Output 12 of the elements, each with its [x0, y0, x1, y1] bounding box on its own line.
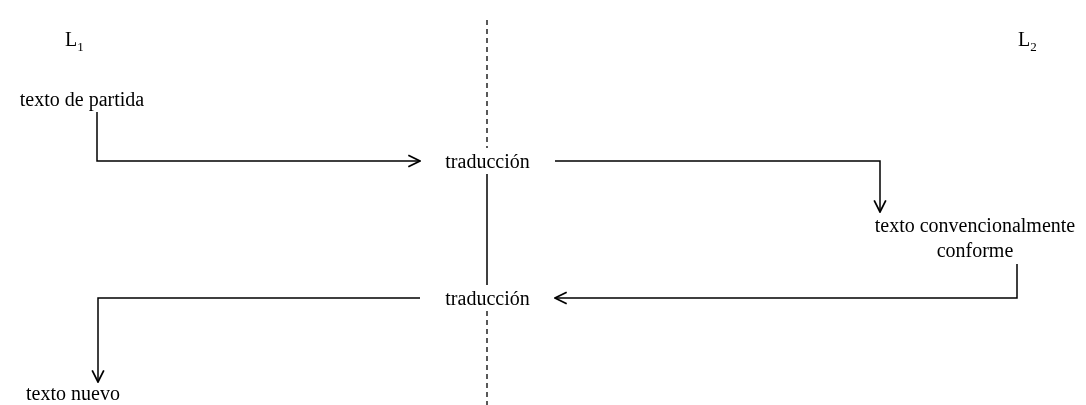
language-label: L$_{2}$: [1018, 28, 1037, 55]
step-text: texto de partida: [19, 86, 145, 112]
step-text: traducción: [445, 285, 530, 311]
step-text: texto convencionalmente conforme: [873, 213, 1077, 263]
arrow: [554, 160, 887, 213]
step-text: traducción: [445, 148, 530, 174]
arrow: [96, 111, 421, 168]
arrow: [91, 297, 421, 383]
connector-line: [486, 173, 488, 286]
language-label: L$_{1}$: [65, 28, 84, 55]
step-text: texto nuevo: [26, 381, 120, 405]
arrow: [554, 263, 1018, 305]
